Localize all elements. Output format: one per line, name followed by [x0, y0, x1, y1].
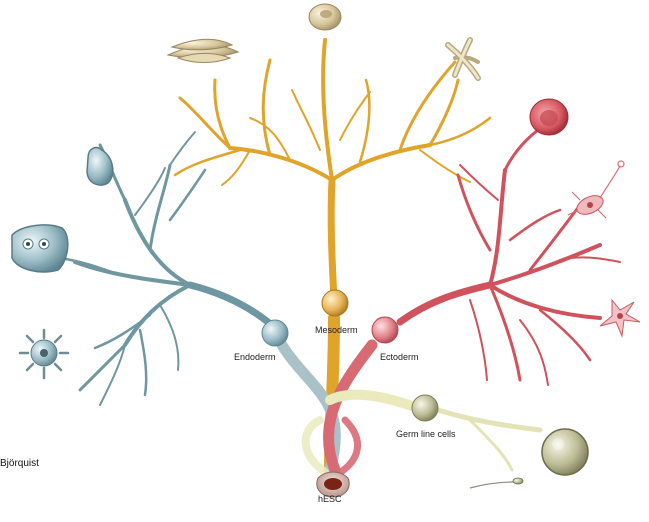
neuron-icon [568, 161, 624, 218]
thyroid-cell-icon [20, 330, 68, 378]
germ-line-label: Germ line cells [396, 429, 456, 439]
mesoderm-cell [322, 290, 348, 316]
hesc-label: hESC [318, 494, 342, 504]
ectoderm-branches [400, 125, 620, 385]
chondrocyte-icon [448, 40, 478, 78]
endoderm-label: Endoderm [234, 352, 276, 362]
germ-line-branches [438, 410, 540, 470]
mesoderm-branches [175, 40, 490, 300]
germ-line-cell [412, 395, 438, 421]
ectoderm-label: Ectoderm [380, 352, 419, 362]
trunk-braid [282, 318, 412, 474]
egg-cell-icon [542, 429, 588, 475]
bone-cell-icon [309, 4, 341, 30]
pancreatic-cell-icon [12, 225, 68, 272]
sperm-cell-icon [470, 478, 523, 488]
red-blood-cell-icon [530, 99, 568, 135]
alveolar-cell-icon [87, 148, 113, 185]
smooth-muscle-cell-icon [168, 39, 238, 62]
credit-text: Björquist [0, 458, 39, 469]
mesoderm-label: Mesoderm [315, 325, 358, 335]
pigment-cell-icon [600, 300, 640, 336]
endoderm-cell [262, 320, 288, 346]
ectoderm-cell [372, 317, 398, 343]
